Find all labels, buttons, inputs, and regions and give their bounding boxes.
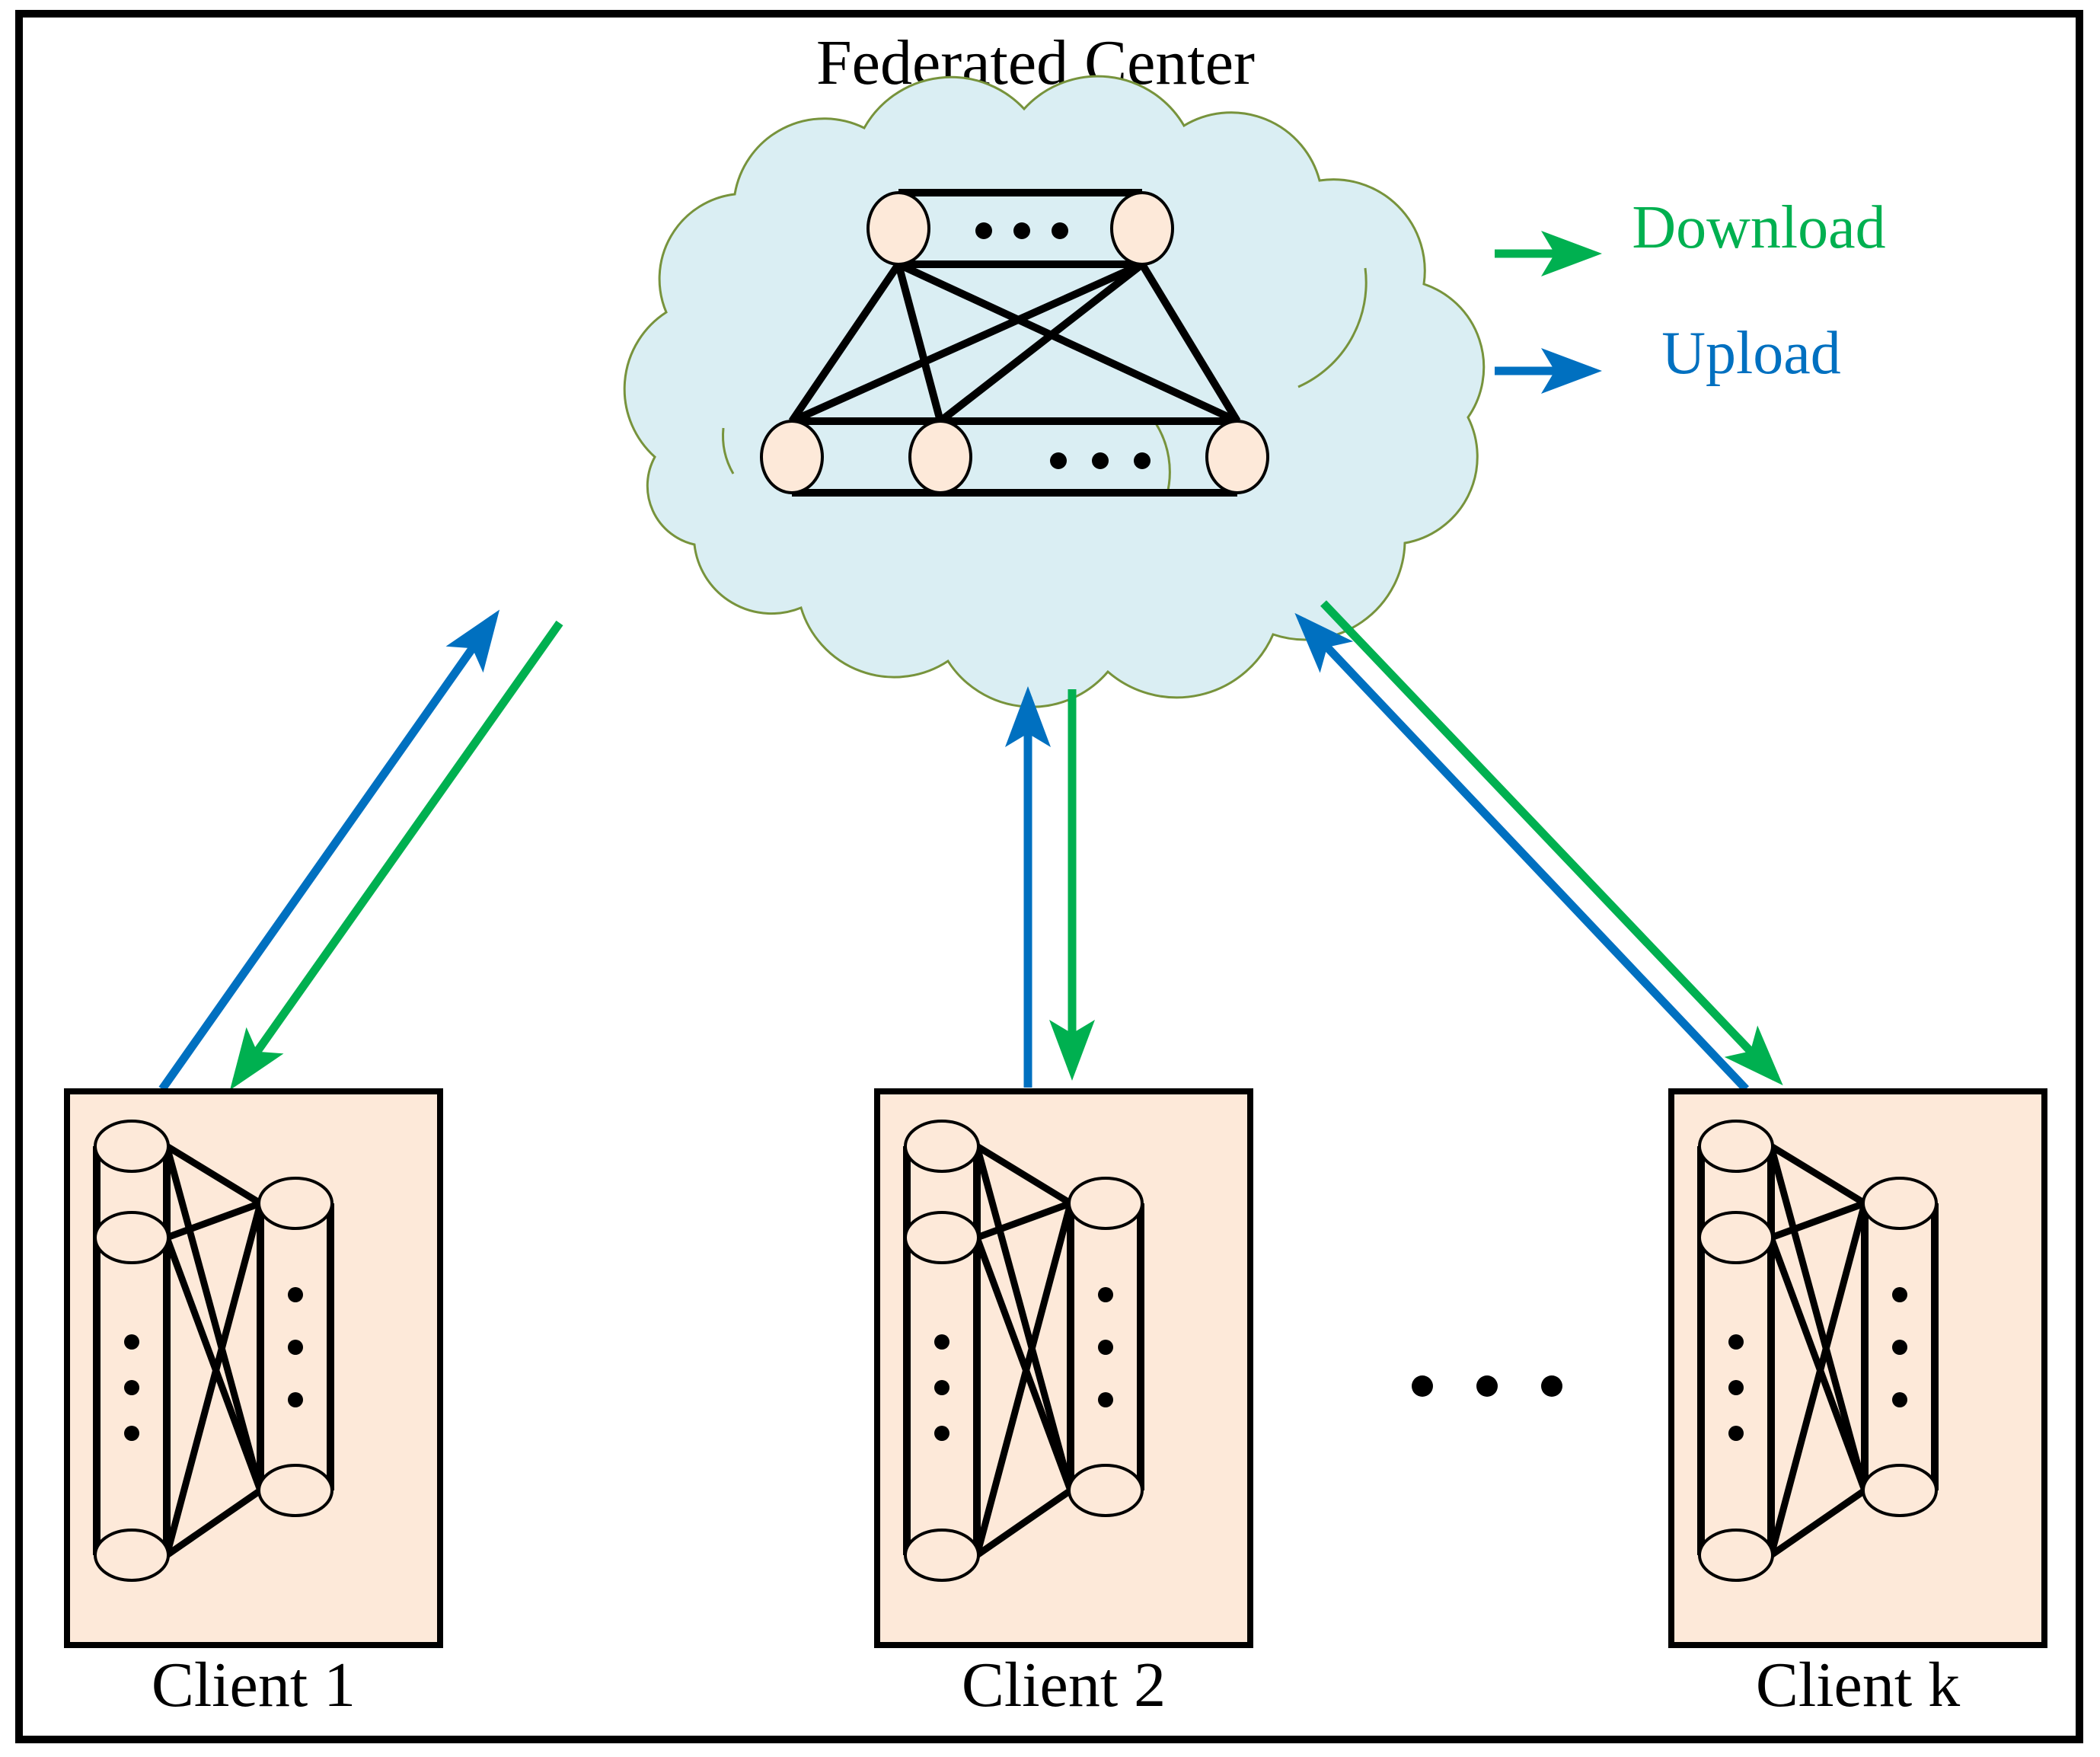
upload-arrow-client1 <box>158 609 500 1092</box>
legend: Download Upload <box>1495 194 1886 394</box>
client-neural-network <box>903 1120 1144 1582</box>
ellipsis-dot <box>934 1426 949 1441</box>
edge <box>975 1200 1072 1241</box>
server-neural-network <box>760 189 1269 497</box>
edge <box>895 263 944 423</box>
neuron <box>257 1177 334 1230</box>
outer-border <box>15 10 2083 1743</box>
edge <box>973 1236 1074 1492</box>
edge <box>973 1202 1074 1557</box>
ellipsis-dot <box>1892 1287 1907 1302</box>
ellipsis-dot <box>1412 1375 1433 1397</box>
ellipsis-dot <box>1013 222 1030 239</box>
neuron <box>1698 1120 1774 1173</box>
edge <box>1769 1143 1867 1206</box>
ellipsis-dot <box>124 1380 139 1395</box>
cloud-inner-arc <box>1297 267 1368 388</box>
ellipsis-dot <box>1050 452 1067 469</box>
edge <box>1767 1202 1869 1557</box>
edge <box>1767 1145 1869 1492</box>
ellipsis-dot <box>124 1334 139 1350</box>
edge <box>788 262 902 423</box>
neuron <box>866 191 930 266</box>
ellipsis-dot <box>934 1334 949 1350</box>
neuron <box>1698 1211 1774 1264</box>
edge <box>1769 1487 1867 1558</box>
ellipsis-dot <box>1728 1334 1744 1350</box>
ellipsis-dot <box>975 222 992 239</box>
edge <box>896 260 1240 425</box>
ellipsis-dot <box>1098 1287 1113 1302</box>
ellipsis-dot <box>1098 1340 1113 1355</box>
neuron <box>1068 1464 1144 1517</box>
client-2-label: Client 2 <box>962 1650 1166 1720</box>
client-k-label: Client k <box>1756 1650 1960 1720</box>
ellipsis-dot <box>1092 452 1109 469</box>
edge <box>163 1236 264 1492</box>
client-neural-network <box>1697 1120 1939 1582</box>
neuron <box>760 420 824 494</box>
ellipsis-dot <box>288 1392 303 1407</box>
ellipsis-dot <box>1476 1375 1498 1397</box>
legend-upload-label: Upload <box>1661 320 1841 387</box>
neuron <box>1205 420 1269 494</box>
edge <box>1767 1236 1869 1492</box>
neuron <box>904 1529 980 1582</box>
client-k: Client k <box>1668 1088 2047 1720</box>
edge <box>975 1143 1073 1206</box>
ellipsis-dot <box>1892 1340 1907 1355</box>
neuron <box>94 1211 170 1264</box>
cloud-inner-arc <box>722 427 735 474</box>
edge <box>1770 1200 1866 1241</box>
neuron <box>94 1529 170 1582</box>
download-arrow-clientk <box>1320 600 1783 1086</box>
ellipsis-dot <box>1134 452 1151 469</box>
communication-arrows <box>158 600 1783 1092</box>
ellipsis-dot <box>288 1287 303 1302</box>
federated-center-cloud <box>623 75 1486 708</box>
legend-download-label: Download <box>1632 194 1885 261</box>
edge <box>1138 262 1241 423</box>
neuron <box>904 1211 980 1264</box>
neuron <box>1068 1177 1144 1230</box>
edge <box>164 1143 263 1206</box>
neuron <box>257 1464 334 1517</box>
ellipsis-dot <box>934 1380 949 1395</box>
neuron <box>94 1120 170 1173</box>
neuron <box>1862 1464 1938 1517</box>
neuron <box>908 420 972 494</box>
cloud-shape-icon <box>623 75 1486 708</box>
ellipsis-dot <box>288 1340 303 1355</box>
edge <box>163 1145 264 1492</box>
clients-ellipsis <box>1412 1375 1562 1397</box>
edge <box>165 1200 262 1241</box>
client-1-label: Client 1 <box>152 1650 356 1720</box>
client-neural-network <box>93 1120 334 1582</box>
edge <box>975 1487 1073 1558</box>
neuron <box>904 1120 980 1173</box>
neuron <box>1698 1529 1774 1582</box>
page-title: Federated Center <box>816 27 1255 98</box>
edge <box>790 260 1144 425</box>
ellipsis-dot <box>1098 1392 1113 1407</box>
neuron <box>1862 1177 1938 1230</box>
edge <box>937 261 1145 424</box>
ellipsis-dot <box>1541 1375 1562 1397</box>
cloud-inner-arc <box>1154 423 1171 494</box>
ellipsis-dot <box>1052 222 1068 239</box>
ellipsis-dot <box>1892 1392 1907 1407</box>
upload-arrow-clientk <box>1294 612 1749 1092</box>
edge <box>163 1202 264 1557</box>
client-2: Client 2 <box>874 1088 1253 1720</box>
client-1: Client 1 <box>64 1088 443 1720</box>
neuron <box>1110 191 1174 266</box>
ellipsis-dot <box>1728 1426 1744 1441</box>
edge <box>973 1145 1074 1492</box>
download-arrow-client1 <box>229 620 563 1091</box>
edge <box>164 1487 263 1558</box>
ellipsis-dot <box>124 1426 139 1441</box>
ellipsis-dot <box>1728 1380 1744 1395</box>
